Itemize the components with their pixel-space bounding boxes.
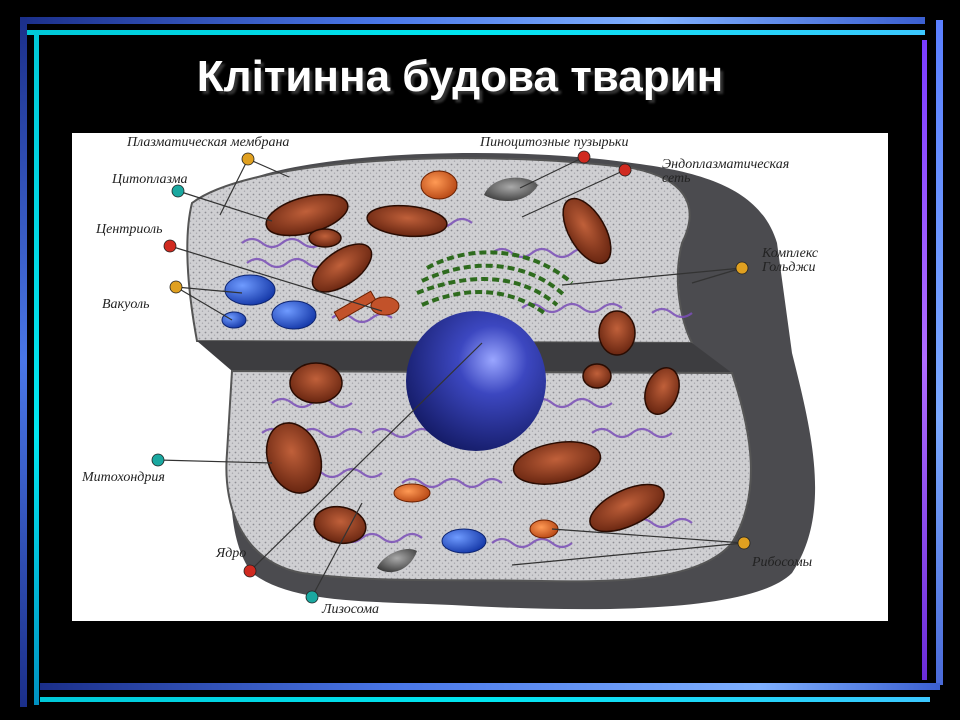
frame-bar-left-outer bbox=[20, 17, 27, 707]
pinocytic-vesicles bbox=[377, 177, 538, 573]
frame-bar-bottom-outer bbox=[40, 683, 940, 690]
slide-title: Клітинна будова тварин bbox=[196, 52, 724, 101]
label-centriole: Центриоль bbox=[96, 222, 163, 237]
cell-illustration bbox=[151, 150, 816, 610]
frame-bar-right-inner bbox=[922, 40, 927, 680]
callout-beads bbox=[151, 150, 751, 604]
label-nucleus: Ядро bbox=[216, 546, 247, 561]
mitochondria bbox=[265, 193, 680, 545]
label-endoplasmic-reticulum: Эндоплазматическая сеть bbox=[662, 157, 790, 186]
frame-bar-top-outer bbox=[20, 17, 925, 24]
nucleus bbox=[406, 311, 546, 451]
label-mitochondria: Митохондрия bbox=[82, 470, 165, 485]
leader-lines bbox=[157, 156, 745, 598]
label-plasma-membrane: Плазматическая мембрана bbox=[127, 135, 290, 150]
cell-diagram: Плазматическая мембрана Пиноцитозные пуз… bbox=[72, 133, 888, 621]
label-pinocytic-vesicles: Пиноцитозные пузырьки bbox=[480, 135, 629, 150]
vacuoles bbox=[221, 274, 487, 554]
frame-bar-top-inner bbox=[20, 30, 925, 35]
label-golgi-complex: Комплекс Гольджи bbox=[762, 246, 819, 275]
label-cytoplasm: Цитоплазма bbox=[112, 172, 188, 187]
golgi-complex bbox=[416, 250, 574, 317]
frame-bar-left-inner bbox=[34, 30, 39, 705]
label-lysosome: Лизосома bbox=[322, 602, 380, 617]
frame-bar-bottom-inner bbox=[40, 697, 930, 702]
label-ribosomes: Рибосомы bbox=[752, 555, 813, 570]
label-vacuole: Вакуоль bbox=[102, 297, 150, 312]
frame-bar-right-outer bbox=[936, 20, 943, 685]
